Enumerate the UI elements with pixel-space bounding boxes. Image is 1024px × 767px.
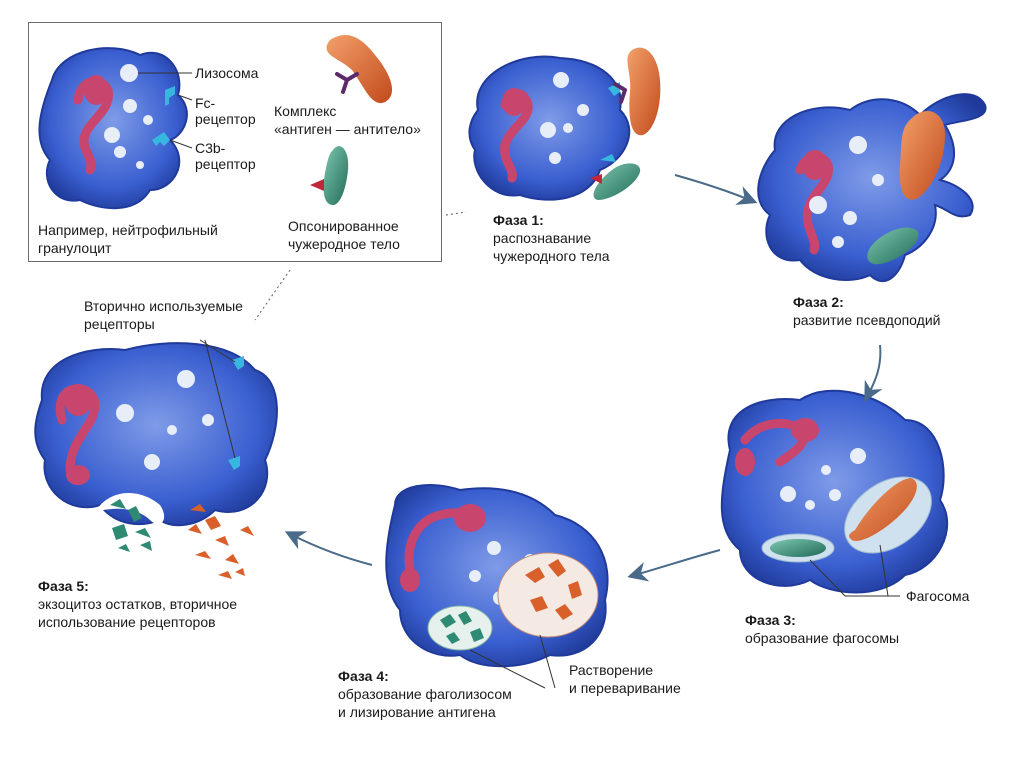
antigen-antibody-complex-icon xyxy=(326,35,393,104)
recycled-receptors-line2: рецепторы xyxy=(84,316,155,332)
phase3-line1: образование фагосомы xyxy=(745,630,900,646)
c3b-receptor-label-line1: C3b- xyxy=(195,140,226,156)
complex-label-line1: Комплекс xyxy=(274,103,337,119)
opsonized-label-line1: Опсонированное xyxy=(288,218,399,234)
legend-box xyxy=(28,22,442,262)
fc-receptor xyxy=(165,86,175,106)
phase3-cell xyxy=(720,389,949,597)
c3b-receptor-label-line2: рецептор xyxy=(195,156,256,172)
phase3-title: Фаза 3: xyxy=(745,612,796,628)
arrow-phase3-to-phase4 xyxy=(627,549,721,582)
opsonized-label-line2: чужеродное тело xyxy=(288,236,400,252)
phase4-cell xyxy=(385,484,609,689)
example-label-line2: гранулоцит xyxy=(38,240,112,256)
phagosome-label: Фагосома xyxy=(906,588,970,604)
phase1-line2: чужеродного тела xyxy=(493,248,610,264)
arrow-phase4-to-phase5 xyxy=(284,531,373,566)
phase5-title: Фаза 5: xyxy=(38,578,89,594)
phase5-cell xyxy=(34,342,278,579)
phase5-line2: использование рецепторов xyxy=(38,614,216,630)
phase2-title: Фаза 2: xyxy=(793,294,844,310)
example-label-line1: Например, нейтрофильный xyxy=(38,222,218,238)
arrow-phase1-to-phase2 xyxy=(674,174,758,205)
recycled-receptors-line1: Вторично используемые xyxy=(84,298,243,314)
lysosome-label: Лизосома xyxy=(195,65,259,81)
complex-label-line2: «антиген — антитело» xyxy=(274,121,421,137)
fc-receptor-label-line2: рецептор xyxy=(195,111,256,127)
arrow-phase2-to-phase3 xyxy=(864,344,883,403)
phase2-cell xyxy=(757,93,987,283)
dissolution-label-line2: и переваривание xyxy=(569,680,681,696)
fc-receptor-label-line1: Fc- xyxy=(195,95,216,111)
phase1-title: Фаза 1: xyxy=(493,212,544,228)
phase4-line1: образование фаголизосом xyxy=(338,686,512,702)
phase4-title: Фаза 4: xyxy=(338,668,389,684)
phase2-line1: развитие псевдоподий xyxy=(793,312,941,328)
opsonized-body-icon xyxy=(310,146,349,205)
c3b-receptor xyxy=(152,132,170,146)
phase4-line2: и лизирование антигена xyxy=(338,704,496,720)
dissolution-label-line1: Растворение xyxy=(569,662,654,678)
phase1-line1: распознавание xyxy=(493,230,592,246)
phase1-cell xyxy=(468,47,661,201)
phase5-line1: экзоцитоз остатков, вторичное xyxy=(38,596,238,612)
legend-cell xyxy=(38,47,193,210)
lysosome xyxy=(120,64,138,82)
